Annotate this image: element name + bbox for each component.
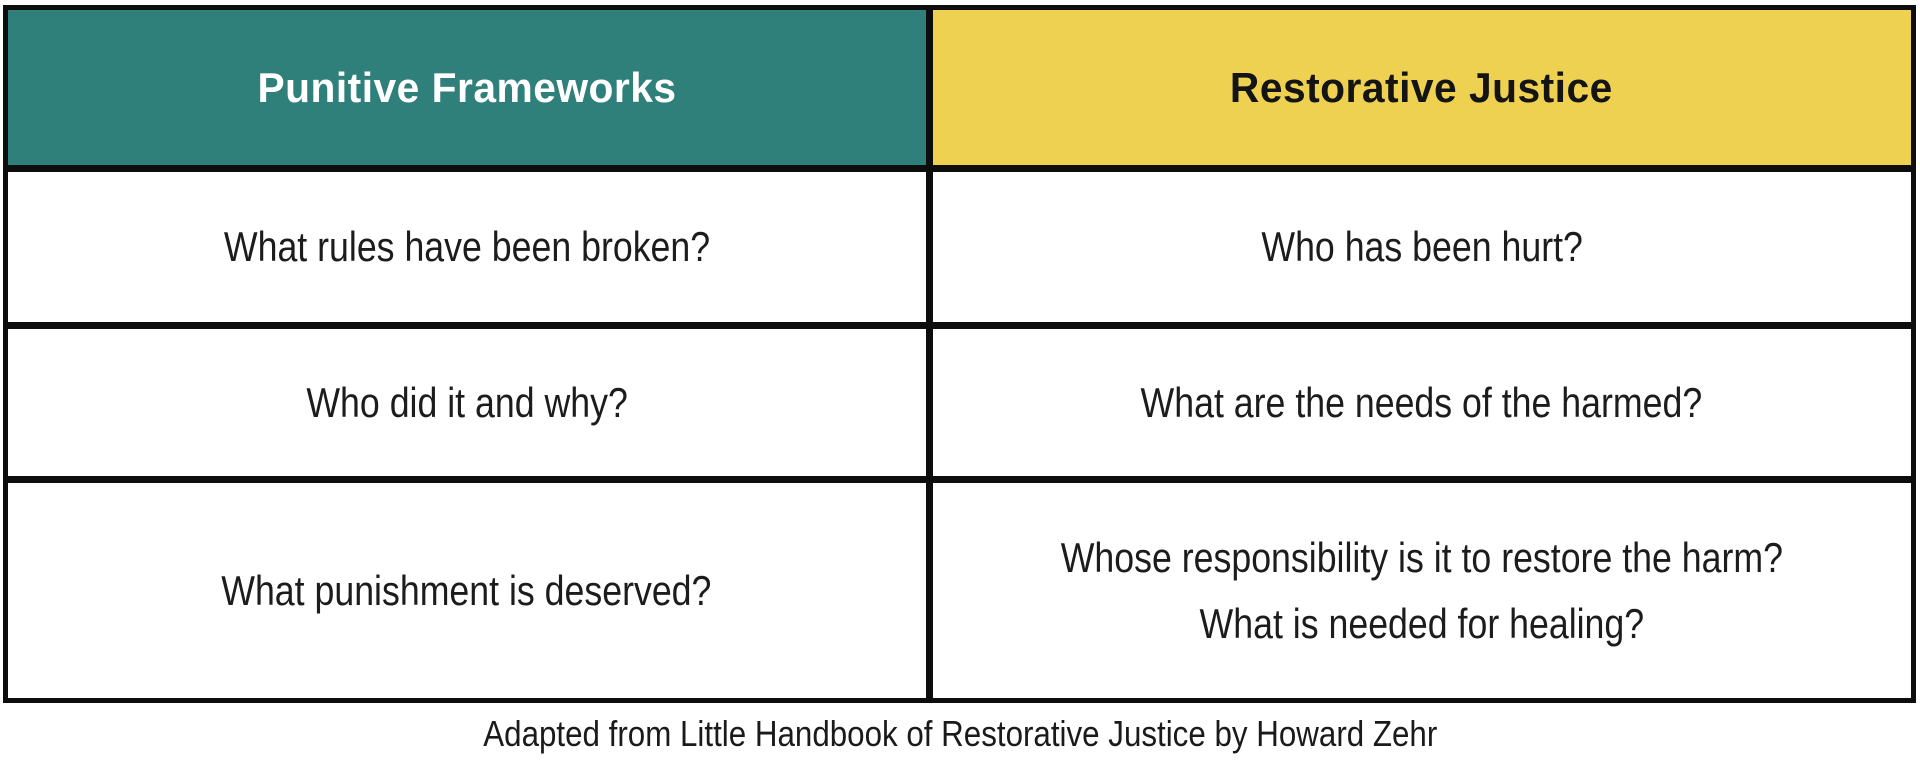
table-cell-restorative-row2: What are the needs of the harmed? — [932, 329, 1911, 476]
restorative-question-3: Whose responsibility is it to restore th… — [1060, 534, 1783, 647]
punitive-question-2: Who did it and why? — [306, 378, 628, 426]
punitive-question-1: What rules have been broken? — [223, 223, 710, 271]
table-cell-punitive-row3: What punishment is deserved? — [8, 483, 926, 698]
header-restorative-justice-label: Restorative Justice — [1230, 63, 1614, 111]
header-punitive-frameworks: Punitive Frameworks — [8, 10, 926, 165]
table-cell-restorative-row1: Who has been hurt? — [932, 172, 1911, 322]
restorative-question-2: What are the needs of the harmed? — [1140, 378, 1703, 426]
table-cell-punitive-row2: Who did it and why? — [8, 329, 926, 476]
punitive-question-3: What punishment is deserved? — [221, 566, 712, 614]
restorative-question-1: Who has been hurt? — [1261, 223, 1583, 271]
source-caption-text: Adapted from Little Handbook of Restorat… — [482, 713, 1437, 754]
table-cell-restorative-row3: Whose responsibility is it to restore th… — [932, 483, 1911, 698]
header-restorative-justice: Restorative Justice — [932, 10, 1911, 165]
comparison-table: Punitive Frameworks Restorative Justice … — [3, 5, 1916, 703]
table-cell-punitive-row1: What rules have been broken? — [8, 172, 926, 322]
source-caption: Adapted from Little Handbook of Restorat… — [0, 703, 1920, 765]
header-punitive-frameworks-label: Punitive Frameworks — [257, 63, 677, 111]
